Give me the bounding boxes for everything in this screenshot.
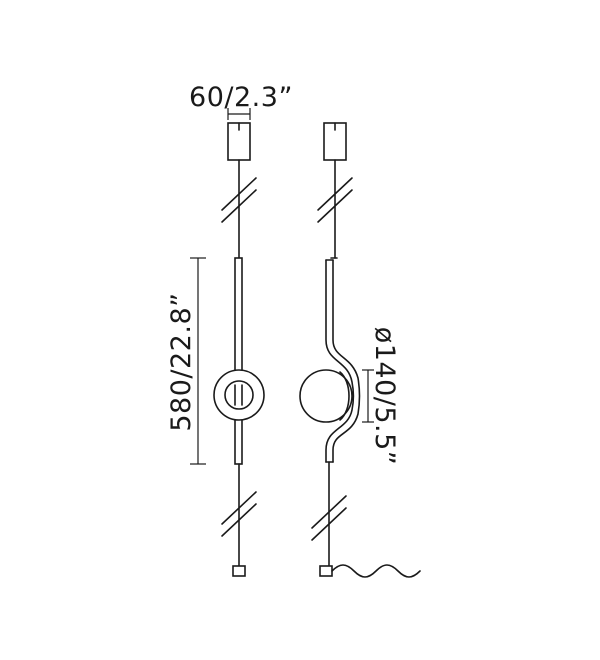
front-view bbox=[213, 122, 265, 577]
side-break-mark-bottom bbox=[311, 495, 347, 529]
side-globe bbox=[299, 369, 353, 423]
front-break-mark-top bbox=[221, 177, 257, 211]
side-rod bbox=[325, 259, 355, 463]
front-disc bbox=[213, 369, 265, 421]
side-floor-connector bbox=[319, 565, 333, 577]
canopy-width-dimension: 60/2.3” bbox=[189, 82, 293, 120]
diameter-label: ø140/5.5” bbox=[369, 327, 400, 466]
front-break-mark-bottom bbox=[221, 491, 257, 525]
height-label: 580/22.8” bbox=[166, 292, 197, 431]
side-break-mark-top bbox=[317, 177, 353, 211]
front-floor-connector bbox=[232, 565, 246, 577]
side-view bbox=[299, 122, 421, 578]
front-rod bbox=[234, 257, 243, 465]
canopy-width-label: 60/2.3” bbox=[189, 82, 293, 113]
floor-cable-wave bbox=[331, 564, 421, 578]
height-dimension: 580/22.8” bbox=[166, 257, 206, 465]
diameter-dimension: ø140/5.5” bbox=[362, 327, 400, 466]
front-disc-inner bbox=[224, 380, 254, 410]
